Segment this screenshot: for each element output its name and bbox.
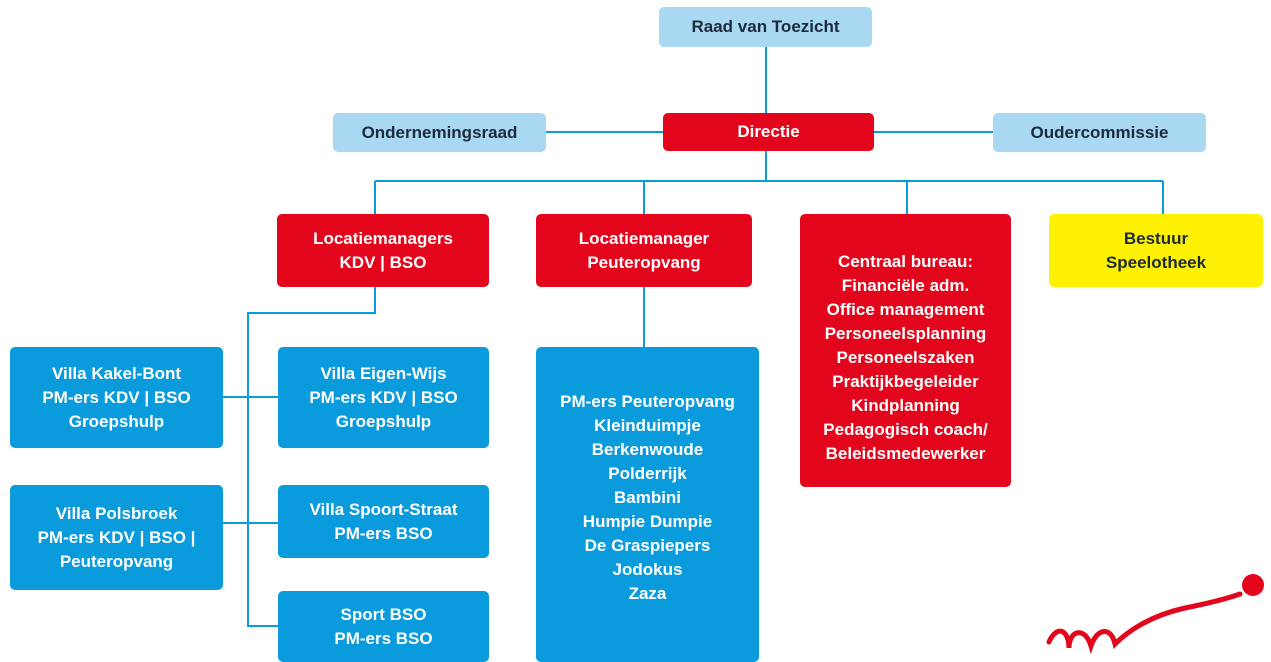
box-text-line: PM-ers BSO	[334, 523, 433, 543]
box-text-line: Raad van Toezicht	[691, 17, 840, 36]
box-text-line: Peuteropvang	[587, 252, 701, 272]
box-text-line: PM-ers KDV | BSO	[309, 387, 458, 407]
box-text-line: Groepshulp	[68, 411, 165, 431]
box-text-line: Speelotheek	[1105, 252, 1207, 272]
box-text-line: Humpie Dumpie	[582, 512, 713, 531]
box-text-line: Sport BSO	[340, 604, 427, 624]
box-text-line: Personeelszaken	[836, 347, 975, 367]
box-text-line: Berkenwoude	[591, 440, 704, 459]
box-text-line: Jodokus	[612, 560, 683, 579]
box-text-line: Zaza	[628, 584, 667, 603]
box-text-line: PM-ers KDV | BSO |	[37, 527, 196, 547]
box-text-line: Villa Kakel-Bont	[51, 363, 182, 383]
box-text-line: PM-ers BSO	[334, 628, 433, 648]
ondernemingsraad-box: Ondernemingsraad	[333, 113, 546, 152]
connector-locatiemanagers-villas	[247, 287, 376, 627]
box-text-line: Villa Polsbroek	[55, 503, 178, 523]
box-text-line: Kleinduimpje	[594, 416, 701, 435]
box-text-line: KDV | BSO	[339, 252, 427, 272]
box-text-line: Office management	[826, 299, 985, 319]
box-text-line: PM-ers KDV | BSO	[42, 387, 191, 407]
box-text-line: Bestuur	[1123, 228, 1189, 248]
box-text-line: Financiële adm.	[841, 275, 970, 295]
box-text-line: Villa Spoort-Straat	[309, 499, 458, 519]
box-text-line: De Graspiepers	[584, 536, 711, 555]
box-text-line: Villa Eigen-Wijs	[320, 363, 447, 383]
sport-bso-box: Sport BSO PM-ers BSO	[278, 591, 489, 662]
directie-box: Directie	[663, 113, 874, 151]
box-text-line: Bambini	[613, 488, 682, 507]
oudercommissie-box: Oudercommissie	[993, 113, 1206, 152]
box-text-line: PM-ers Peuteropvang	[560, 392, 735, 411]
box-text-line: Oudercommissie	[1030, 122, 1169, 142]
box-text-line: Kindplanning	[851, 395, 960, 415]
box-text-line: Pedagogisch coach/	[823, 419, 988, 439]
logo-mark	[1046, 574, 1264, 655]
box-text-line: Praktijkbegeleider	[832, 371, 979, 391]
box-text-line: Personeelsplanning	[824, 323, 987, 343]
box-text-line: Peuteropvang	[59, 551, 174, 571]
box-text-line: Locatiemanager	[578, 228, 710, 248]
box-text-line: Directie	[737, 122, 800, 141]
box-text-line: Groepshulp	[335, 411, 432, 431]
box-text-line: Polderrijk	[608, 464, 687, 483]
raad-van-toezicht-box: Raad van Toezicht	[659, 7, 872, 47]
box-text-line: Ondernemingsraad	[361, 122, 518, 142]
box-text-line: Beleidsmedewerker	[825, 443, 986, 463]
box-text-line: Centraal bureau:	[837, 251, 974, 271]
box-text-line: Locatiemanagers	[313, 228, 453, 248]
centraal-bureau-box: Centraal bureau: Financiële adm. Office ma…	[800, 214, 1011, 487]
